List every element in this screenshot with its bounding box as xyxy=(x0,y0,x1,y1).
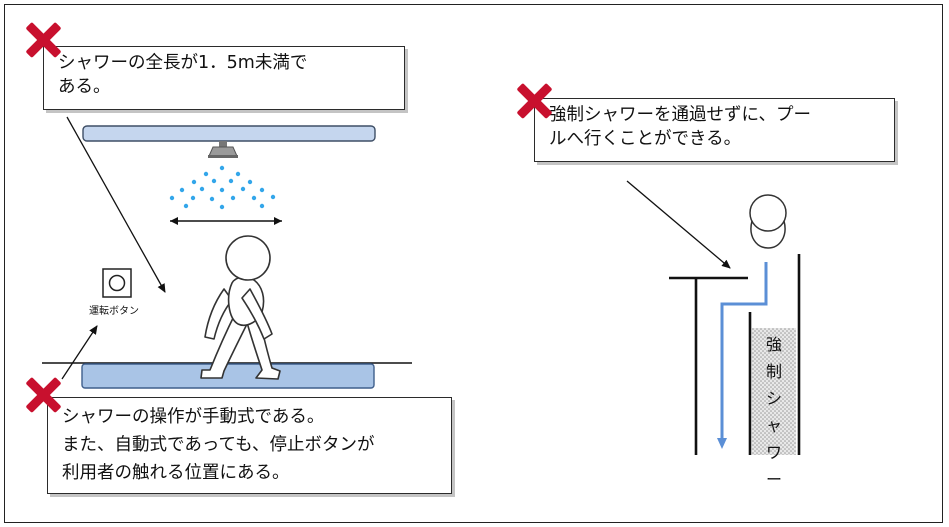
shower-floor xyxy=(81,363,375,389)
forced-shower-char: 強 xyxy=(765,335,782,354)
callout-shower-length: シャワーの全長が1．5m未満で ある。 xyxy=(43,46,405,110)
x-mark-icon xyxy=(25,22,61,58)
callout-line: シャワーの全長が1．5m未満で xyxy=(58,53,308,73)
person-top-view xyxy=(749,194,787,249)
shower-head-icon xyxy=(208,141,238,158)
callout-line: シャワーの操作が手動式である。 xyxy=(62,407,325,427)
forced-shower-char: シ xyxy=(765,389,782,408)
callout-line: 利用者の触れる位置にある。 xyxy=(62,463,290,483)
water-spray xyxy=(169,165,276,210)
leader-arrow-bypass xyxy=(626,180,731,269)
operation-button-icon xyxy=(102,268,132,298)
operation-button-label: 運転ボタン xyxy=(89,306,139,317)
forced-shower-char: 制 xyxy=(765,362,782,381)
forced-shower-char: ー xyxy=(765,470,782,489)
shower-pipe xyxy=(82,125,376,142)
forced-shower-label: 強 制 シ ャ ワ ー xyxy=(764,331,784,493)
forced-shower-char: ワ xyxy=(765,443,782,462)
callout-line: ある。 xyxy=(58,77,111,97)
forced-shower-char: ャ xyxy=(765,416,782,435)
diagram-frame xyxy=(4,4,943,523)
leader-arrow-length xyxy=(66,116,166,293)
barrier xyxy=(669,276,748,455)
leader-arrow-button xyxy=(61,325,98,380)
callout-line: ルへ行くことができる。 xyxy=(549,129,742,149)
x-mark-icon xyxy=(516,83,552,119)
callout-bypass-pool: 強制シャワーを通過せずに、プー ルへ行くことができる。 xyxy=(534,98,895,162)
callout-line: また、自動式であっても、停止ボタンが xyxy=(62,435,375,455)
x-mark-icon xyxy=(25,377,61,413)
person-figure xyxy=(200,235,281,380)
spray-width-arrow xyxy=(170,217,282,225)
bypass-route-arrow xyxy=(717,262,768,449)
forced-shower-zone xyxy=(752,328,796,455)
callout-line: 強制シャワーを通過せずに、プー xyxy=(549,105,811,125)
callout-manual-operation: シャワーの操作が手動式である。 また、自動式であっても、停止ボタンが 利用者の触… xyxy=(47,397,452,494)
